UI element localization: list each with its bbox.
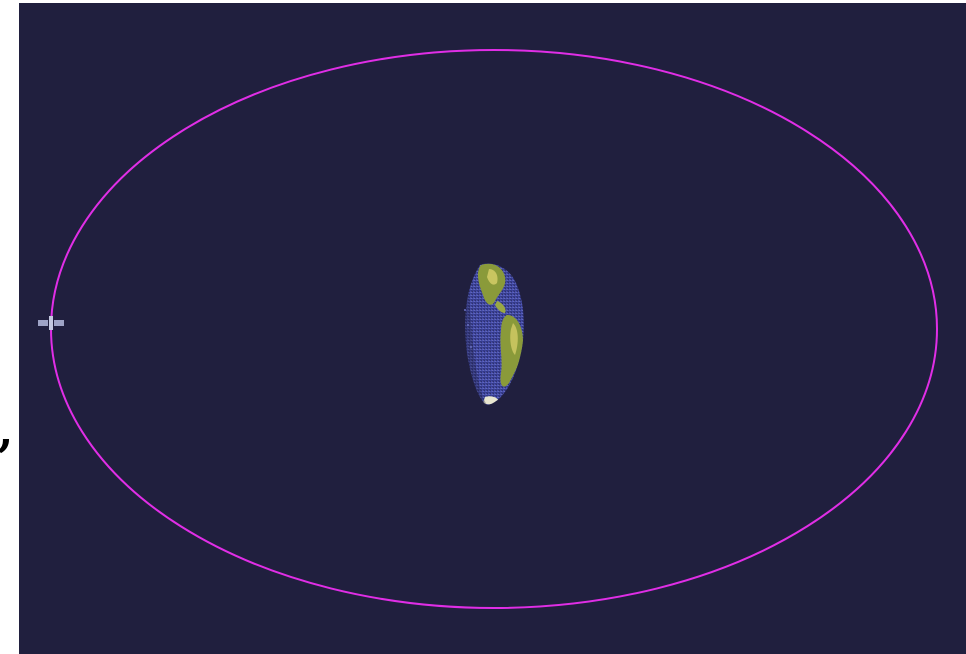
stray-comma-glyph: , — [0, 410, 13, 454]
orbit-canvas — [38, 49, 938, 609]
satellite-icon — [38, 316, 64, 330]
orbit-animation-scene — [19, 3, 966, 654]
earth-icon — [464, 263, 524, 405]
